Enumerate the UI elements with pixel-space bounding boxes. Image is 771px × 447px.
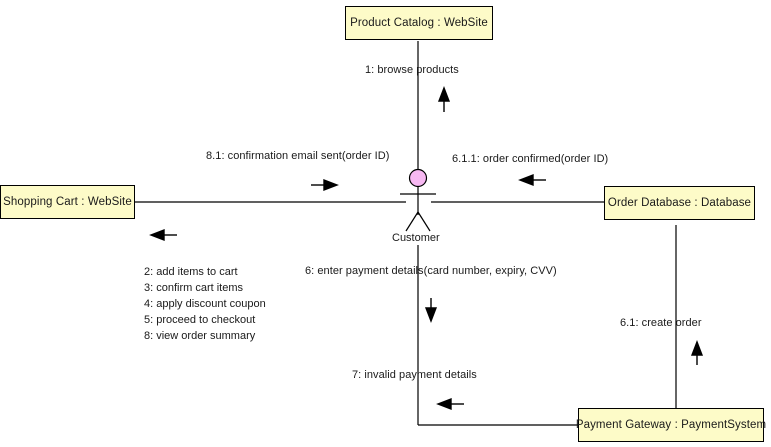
message-label-confirm-cart[interactable]: 3: confirm cart items bbox=[144, 282, 244, 294]
node-label: Product Catalog : WebSite bbox=[350, 17, 488, 29]
actor-leg-right bbox=[417, 211, 431, 232]
node-label: Shopping Cart : WebSite bbox=[3, 196, 132, 208]
arrow-invalid-payment bbox=[436, 397, 452, 411]
message-label-enter-payment-details[interactable]: 6: enter payment details(card number, ex… bbox=[305, 265, 557, 277]
message-label-order-confirmed[interactable]: 6.1.1: order confirmed(order ID) bbox=[452, 153, 609, 165]
node-payment-gateway[interactable]: Payment Gateway : PaymentSystem bbox=[575, 408, 767, 442]
message-label-apply-coupon[interactable]: 4: apply discount coupon bbox=[144, 298, 266, 310]
message-label-browse-products[interactable]: 1: browse products bbox=[365, 64, 459, 76]
node-label: Payment Gateway : PaymentSystem bbox=[575, 419, 767, 431]
message-label-invalid-payment[interactable]: 7: invalid payment details bbox=[352, 369, 477, 381]
arrow-order-confirmed bbox=[518, 173, 534, 187]
node-shopping-cart[interactable]: Shopping Cart : WebSite bbox=[0, 185, 135, 219]
arrow-browse-products bbox=[437, 86, 451, 102]
message-group-cart: 2: add items to cart 3: confirm cart ite… bbox=[144, 264, 266, 344]
actor-head bbox=[408, 168, 428, 188]
message-label-view-order-summary[interactable]: 8: view order summary bbox=[144, 330, 256, 342]
message-label-create-order[interactable]: 6.1: create order bbox=[620, 317, 702, 329]
node-label: Order Database : Database bbox=[607, 197, 752, 209]
message-label-proceed-checkout[interactable]: 5: proceed to checkout bbox=[144, 314, 256, 326]
message-label-confirmation-email[interactable]: 8.1: confirmation email sent(order ID) bbox=[206, 150, 390, 162]
node-order-database[interactable]: Order Database : Database bbox=[604, 186, 755, 220]
arrow-confirmation-email bbox=[323, 178, 339, 192]
message-label-add-items[interactable]: 2: add items to cart bbox=[144, 266, 238, 278]
actor-label-customer: Customer bbox=[392, 232, 440, 244]
arrow-enter-payment-details bbox=[424, 307, 438, 323]
node-product-catalog[interactable]: Product Catalog : WebSite bbox=[345, 6, 493, 40]
arrow-create-order bbox=[690, 340, 704, 356]
actor-leg-left bbox=[405, 211, 419, 232]
arrow-cart-messages bbox=[149, 228, 165, 242]
